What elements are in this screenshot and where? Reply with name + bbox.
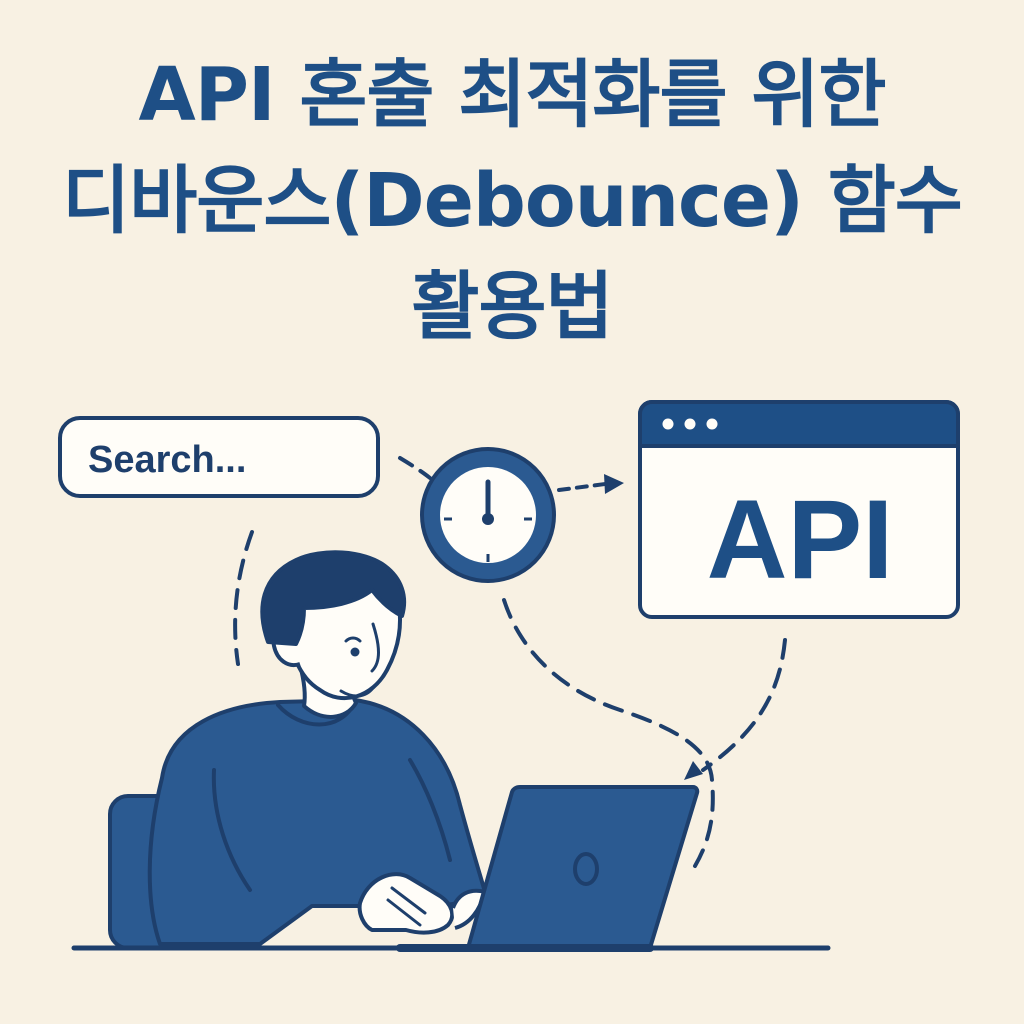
arrow-api-to-laptop <box>684 638 787 780</box>
search-text: Search... <box>88 439 246 481</box>
title-line-3: 활용법 <box>411 264 613 350</box>
stopwatch-icon <box>420 447 556 583</box>
dashed-path-search-to-timer <box>398 456 432 480</box>
person <box>147 550 487 946</box>
api-label: API <box>707 477 894 602</box>
dashed-curve-timer-to-laptop <box>502 598 715 868</box>
search-box: Search... <box>58 416 380 498</box>
browser-window-icon: API <box>638 400 960 619</box>
page-title: API 혼출 최적화를 위한 디바운스(Debounce) 함수 활용법 <box>0 42 1024 360</box>
dashed-curve-left <box>233 530 254 666</box>
arrow-timer-to-api <box>557 474 624 494</box>
title-line-2: 디바운스(Debounce) 함수 <box>62 158 963 244</box>
title-line-1: API 혼출 최적화를 위한 <box>138 52 887 138</box>
